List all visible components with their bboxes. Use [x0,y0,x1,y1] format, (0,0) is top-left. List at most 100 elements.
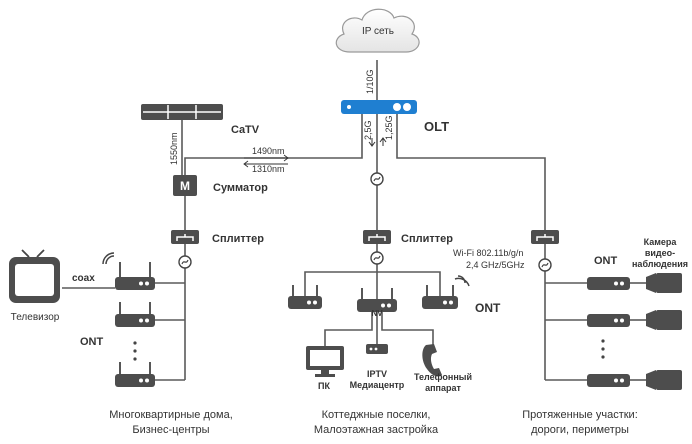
ont-right-3 [587,374,630,387]
splitter-left: Сплиттер [171,230,264,245]
pc: ПК [306,346,344,391]
ont-icon [587,314,630,327]
olt-label: OLT [424,119,449,134]
camera-label-3: наблюдения [632,259,688,269]
ont-right-label: ONT [594,255,618,267]
caption-right-1: Протяженные участки: [522,409,638,421]
nv-to-phone-wire [381,312,434,345]
combiner-icon: M [180,179,190,193]
caption-left-2: Бизнес-центры [132,424,209,436]
combiner-label: Сумматор [213,182,268,194]
olt-device: OLT [341,100,449,147]
coupler-icon [370,251,384,265]
ont-icon [288,296,322,309]
ont-right-2 [587,314,630,327]
ellipsis-left [133,341,137,361]
right-arrow-icon [244,154,289,162]
wifi-band-label: 2,4 GHz/5GHz [466,260,525,270]
wifi-icon [454,275,470,287]
olt-port-1 [393,103,401,111]
ont-icon [357,299,397,312]
olt-to-right-splitter-wire [396,114,546,230]
left-arrow-icon [243,160,288,168]
catv-headend: CaTV [141,104,260,136]
splitter-middle: Сплиттер [363,230,453,245]
lambda-up-label: 1310nm [252,164,285,174]
ont-left-1 [102,252,155,290]
tv-screen [15,264,54,296]
caption-middle-1: Коттеджные поселки, [322,409,431,421]
phone-label-1: Телефонный [414,372,472,382]
ont-icon [115,374,155,387]
combiner-chassis [173,175,197,196]
ont-right-1 [587,277,630,290]
ip-cloud: IP сеть [335,8,420,53]
ont-icon [115,314,155,327]
ont-icon [587,277,630,290]
splitter-right [531,230,559,244]
olt-port-2 [403,103,411,111]
phone-label-2: аппарат [425,383,461,393]
camera-2 [646,310,682,330]
downlink-right-label: 1,25G [384,115,394,140]
ont-icon [587,374,630,387]
caption-left-1: Многоквартирные дома, [109,409,233,421]
camera-1 [646,273,682,293]
ellipsis-right [601,339,605,359]
wifi-standard-label: Wi-Fi 802.11b/g/n [453,248,523,258]
up-arrow-icon [379,137,387,146]
splitter-icon [176,234,194,241]
wifi-icon [102,252,115,265]
pc-label: ПК [318,381,330,391]
camera-icon [656,370,682,390]
ont-middle-wifi [422,275,470,309]
camera-label-1: Камера [644,237,678,247]
catv-wavelength-label: 1550nm [169,132,179,165]
cloud-icon [335,8,420,53]
splitter-icon [368,234,386,241]
ont-left-label: ONT [80,336,104,348]
ont-left-3 [115,362,155,387]
camera-icon [656,310,682,330]
coax-label: coax [72,273,95,284]
camera-3 [646,370,682,390]
ont-icon [422,296,458,309]
coupler-icon [178,255,192,269]
ont-middle-label: ONT [475,301,501,315]
tv: Телевизор [9,249,60,323]
nv-to-pc-wire [324,312,373,348]
coupler-icon [538,258,552,272]
down-arrow-icon [368,138,376,147]
combiner-device: M Сумматор [173,175,268,196]
middle-drop-right [377,271,441,296]
iptv-label: IPTV [367,369,387,379]
splitter-middle-label: Сплиттер [401,233,453,245]
camera-label-2: видео- [645,248,675,258]
splitter-left-label: Сплиттер [212,233,264,245]
catv-label: CaTV [231,124,260,136]
camera-icon [656,273,682,293]
tv-antenna-left [21,249,30,258]
iptv-mediacenter-label: Медиацентр [350,380,405,390]
caption-right-2: дороги, периметры [531,424,629,436]
lambda-down-label: 1490nm [252,146,285,156]
cloud-label: IP сеть [362,26,394,37]
tv-antenna-right [36,249,45,258]
uplink-label: 1/10G [365,69,375,94]
ont-middle-nv [357,288,397,312]
phone-icon [422,344,442,377]
splitter-icon [536,234,554,241]
downlink-left-label: 2,5G [363,120,373,140]
coupler-icons [178,172,552,272]
iptv: IPTV Медиацентр NV [350,309,405,390]
tv-label: Телевизор [11,312,60,323]
coupler-icon [370,172,384,186]
nv-label: NV [371,309,383,318]
olt-led [347,105,351,109]
phone: Телефонный аппарат [414,344,472,393]
ont-left-2 [115,302,155,327]
ont-icon [115,277,155,290]
middle-drop-left [304,271,377,296]
